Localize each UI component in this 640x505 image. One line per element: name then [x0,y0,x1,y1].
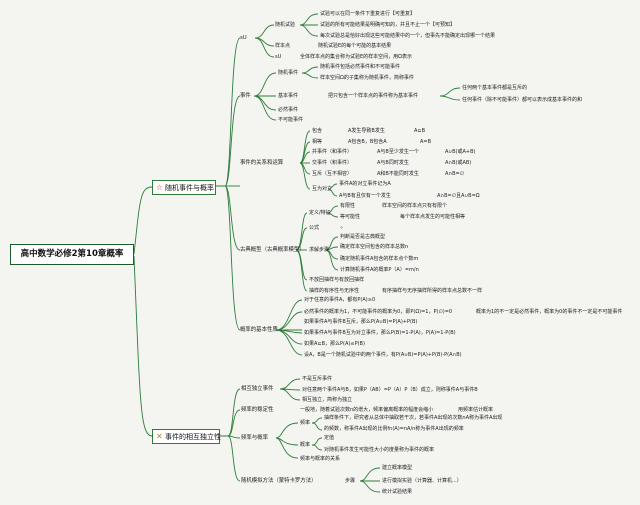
basic-event-detail: 把只包含一个样本点的事件称为基本事件 [328,93,419,99]
trial-feature: 试验的所有可能结果是明确可知的，并且不止一个【可预知】 [320,22,456,28]
classical-detail: 有序抽样与无序抽样所得的样本点总数不一样 [382,288,483,294]
relation-detail: 事件A的对立事件记为A [339,181,391,187]
solve-step: 确定样本空间包含的样本总数n [340,244,409,250]
relation-label: 并事件（和事件） [312,149,353,155]
solve-step: 判断是否是古典概型 [340,234,386,240]
node-impossible-event: 不可能事件 [278,117,304,123]
root-topic[interactable]: 高中数学必修2第10章概率 [10,244,134,265]
relation-label: 包含 [312,128,323,134]
property-item: 对于任意的事件A，都有P(A)≥0 [304,297,376,303]
relation-label: 相等 [312,139,323,145]
property-item: 设A，B是一个随机试验中的两个事件，有P(A∪B)=P(A)+P(B)-P(A∩… [304,352,462,358]
random-event-line: 样本空间Ω的子集称为随机事件，简称事件 [320,75,414,81]
basic-event-note: 任何事件（除不可能事件）都可以表示成基本事件的和 [462,97,583,103]
basic-event-note: 任何两个基本事件都是互斥的 [462,85,528,91]
node-monte-carlo: 随机模拟方法（蒙特卡罗方法） [241,478,317,484]
node-su: sU [240,35,247,41]
relation-symbol: A∩B=∅ [445,171,465,177]
stability-detail: 一般地，随着试验次数n的增大，频率偏离概率的幅度会缩小 [300,407,434,413]
classical-label: 公式 [309,225,320,231]
independence-item: 不是互斥事件 [302,376,333,382]
trial-feature: 试验可以在同一条件下重复进行【可重复】 [320,11,416,17]
freq-label: 频率 [300,420,311,426]
property-item: 如果事件A与事件B互斥，那么P(A∪B)=P(A)+P(B) [304,319,418,325]
connector-root-branch2 [133,255,153,437]
classical-label: 抽样的有序性与无序性 [309,288,360,294]
sample-point-detail: 随机试验E的每个可能的基本结果 [318,43,392,49]
connector-root-branch1 [133,186,153,255]
relation-symbol: A=B [420,139,432,145]
relation-label: 互斥（互不相容） [312,171,353,177]
node-certain-event: 必然事件 [278,107,299,113]
star-icon: ☆ [156,183,164,192]
prob-label: 概率 [300,442,311,448]
branch-independence[interactable]: ✕事件的相互独立性 [152,429,221,444]
classical-feature-detail: 样本空间的样本点只有有限个 [382,203,448,209]
property-item: 如果事件A与事件B互为对立事件，那么P(B)=1-P(A)，P(A)=1-P(B… [304,330,456,336]
node-sample-point: 样本点 [275,43,291,49]
trial-feature: 每次试验总是恰好出现这些可能结果中的一个，但事先不能确定出现哪一个结果 [320,33,496,39]
sample-space-detail: 全体样本点的集合称为试验E的样本空间，用Ω表示 [300,54,412,60]
formula-placeholder: ∘ [340,225,344,231]
property-item: 如果A⊆B，那么P(A)≤P(B) [304,341,365,347]
monte-carlo-step: 进行模拟实验（计算器、计算机...） [382,478,462,484]
node-frequency-stability: 频率的稳定性 [241,407,274,413]
node-random-trial: 随机试验 [275,22,296,28]
freq-prob-relation: 频率与概率的关系 [300,456,341,462]
tools-icon: ✕ [156,432,163,441]
independence-item: 对任意两个事件A与B，如果P（AB）=P（A）P（B）成立，则称事件A与事件B [302,387,478,393]
classical-feature-detail: 每个样本点发生的可能性相等 [400,214,466,220]
relation-detail: A包含B，B包含A [348,139,387,145]
classical-label: 求解步骤 [309,247,330,253]
node-sample-space: sU [275,54,282,60]
classical-label: 定义/特征 [309,210,331,216]
node-basic-event: 基本事件 [278,93,299,99]
property-note: 概率为1的不一定是必然事件，概率为0的事件不一定是不可能事件 [476,309,623,315]
node-probability-properties: 概率的基本性质 [240,327,278,333]
relation-detail: A与B同时发生 [377,160,409,166]
random-event-line: 随机事件包括必然事件和不可能事件 [320,64,401,70]
solve-step: 计算随机事件A的概率P（A）=m/n [340,267,419,273]
monte-carlo-step: 建立概率模型 [382,465,413,471]
relation-symbol: A⊆B [414,128,426,134]
relation-detail: A和B不能同时发生 [377,171,419,177]
node-events: 事件 [240,93,251,99]
node-frequency-probability: 频率与概率 [241,435,268,441]
freq-line: 的频数，称事件A出现的比例fn(A)=nA/n称为事件A出现的频率 [324,426,464,432]
monte-carlo-step: 统计试验结果 [382,489,413,495]
branch-random-events[interactable]: ☆随机事件与概率 [152,180,216,195]
freq-line: 抽样条件下，研究者从总体中抽取若干次，若事件A出现的次数nA称为事件A出现 [324,415,503,421]
property-item: 必然事件的概率为1，不可能事件的概率为0，即P(Ω)=1，P(∅)=0 [304,309,453,315]
relation-symbol: A∪B(或A+B) [445,149,476,155]
relation-label: 互为对立 [312,186,333,192]
node-event-relations: 事件的关系和运算 [240,160,284,166]
relation-symbol: A∩B=∅且A∪B=Ω [437,193,480,199]
prob-line: 对随机事件发生可能性大小的度量称为事件的概率 [324,447,435,453]
steps-label: 步骤 [345,478,356,484]
relation-detail: A与B有且仅有一个发生 [339,193,391,199]
relation-detail: A发生导致B发生 [348,128,385,134]
node-independent-events: 相互独立事件 [241,386,274,392]
stability-note: 用频率估计概率 [458,407,494,413]
relation-detail: A与B至少发生一个 [377,149,419,155]
node-random-event: 随机事件 [278,70,299,76]
relation-label: 交事件（积事件） [312,160,353,166]
independence-item: 相互独立，简称为独立 [302,397,353,403]
classical-feature: 有限性 [340,203,356,209]
classical-feature: 等可能性 [340,214,361,220]
node-classical-model: 古典概型（古典概率模型） [240,247,305,253]
classical-label: 不放回抽样与有放回抽样 [309,277,365,283]
prob-line: 定值 [324,435,335,441]
relation-symbol: A∩B(或AB) [445,160,472,166]
solve-step: 确定随机事件A包含的样本点个数m [340,256,419,262]
